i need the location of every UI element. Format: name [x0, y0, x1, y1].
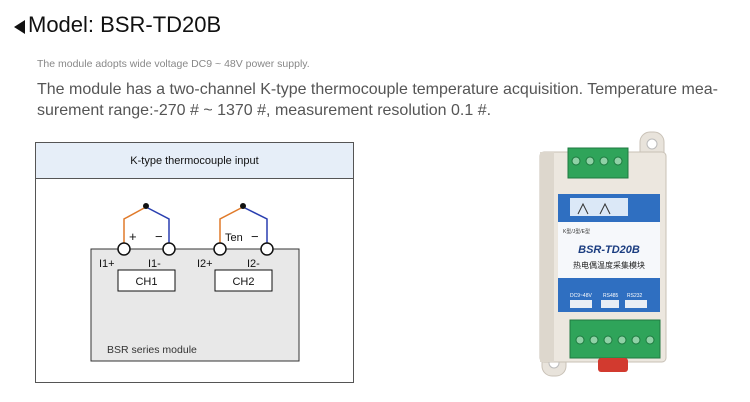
- page-title: Model: BSR-TD20B: [28, 12, 222, 37]
- top-terminal-screws: [571, 156, 623, 166]
- ch2-minus-sign: −: [251, 229, 259, 244]
- red-connector: [598, 358, 628, 372]
- ch2-positive-terminal: [213, 242, 227, 256]
- module-box: [90, 248, 300, 362]
- ch2-negative-wire: [242, 206, 268, 246]
- ch1-negative-label: I1-: [148, 258, 161, 270]
- type-line: K型/J型/E型: [563, 228, 590, 235]
- bottom-terminal-screws: [575, 335, 655, 345]
- panel-white-band: [558, 222, 660, 278]
- ch2-positive-wire: [219, 206, 244, 246]
- ch2-negative-terminal: [260, 242, 274, 256]
- device-photo: K型/J型/E型 BSR-TD20B 热电偶温度采集模块 DC9~48V RS4…: [528, 128, 678, 378]
- power-supply-note: The module adopts wide voltage DC9 ~ 48V…: [37, 58, 310, 70]
- ch1-plus-sign: +: [129, 229, 137, 244]
- ch2-box: [214, 269, 273, 292]
- ch1-minus-sign: −: [155, 229, 163, 244]
- ch2-junction-dot: [240, 203, 246, 209]
- ch1-box: [117, 269, 176, 292]
- wiring-diagram-svg: + − Ten − I1+ I1- I2+ I2- CH1 CH2 BSR se…: [90, 203, 300, 362]
- ch1-label: CH1: [135, 276, 157, 288]
- port-label-rs232: RS232: [627, 293, 643, 299]
- photo-model-label: BSR-TD20B: [578, 244, 640, 256]
- ch2-negative-label: I2-: [247, 258, 260, 270]
- ch2-label: CH2: [232, 276, 254, 288]
- bottom-terminal-block: [569, 319, 661, 359]
- wiring-mini-diagram: [570, 198, 628, 216]
- ch1-positive-label: I1+: [99, 258, 115, 270]
- wiring-diagram: K-type thermocouple input + − Ten − I1+ …: [35, 142, 354, 383]
- ch1-negative-terminal: [162, 242, 176, 256]
- ch1-positive-wire: [123, 206, 147, 246]
- description-text: The module has a two-channel K-type ther…: [37, 81, 718, 119]
- port-label-power: DC9~48V: [570, 293, 592, 299]
- ch1-junction-dot: [143, 203, 149, 209]
- top-mount-hole: [646, 138, 658, 150]
- ch1-negative-wire: [145, 206, 170, 246]
- photo-chinese-label: 热电偶温度采集模块: [573, 260, 645, 270]
- housing-side-shade: [540, 152, 554, 362]
- port-label-rs485: RS485: [603, 293, 619, 299]
- ch2-positive-label: I2+: [197, 258, 213, 270]
- module-label: BSR series module: [107, 344, 197, 356]
- ch2-pair-label: Ten: [225, 232, 243, 244]
- back-arrow-icon: [14, 20, 25, 34]
- ch1-positive-terminal: [117, 242, 131, 256]
- diagram-title: K-type thermocouple input: [36, 143, 353, 179]
